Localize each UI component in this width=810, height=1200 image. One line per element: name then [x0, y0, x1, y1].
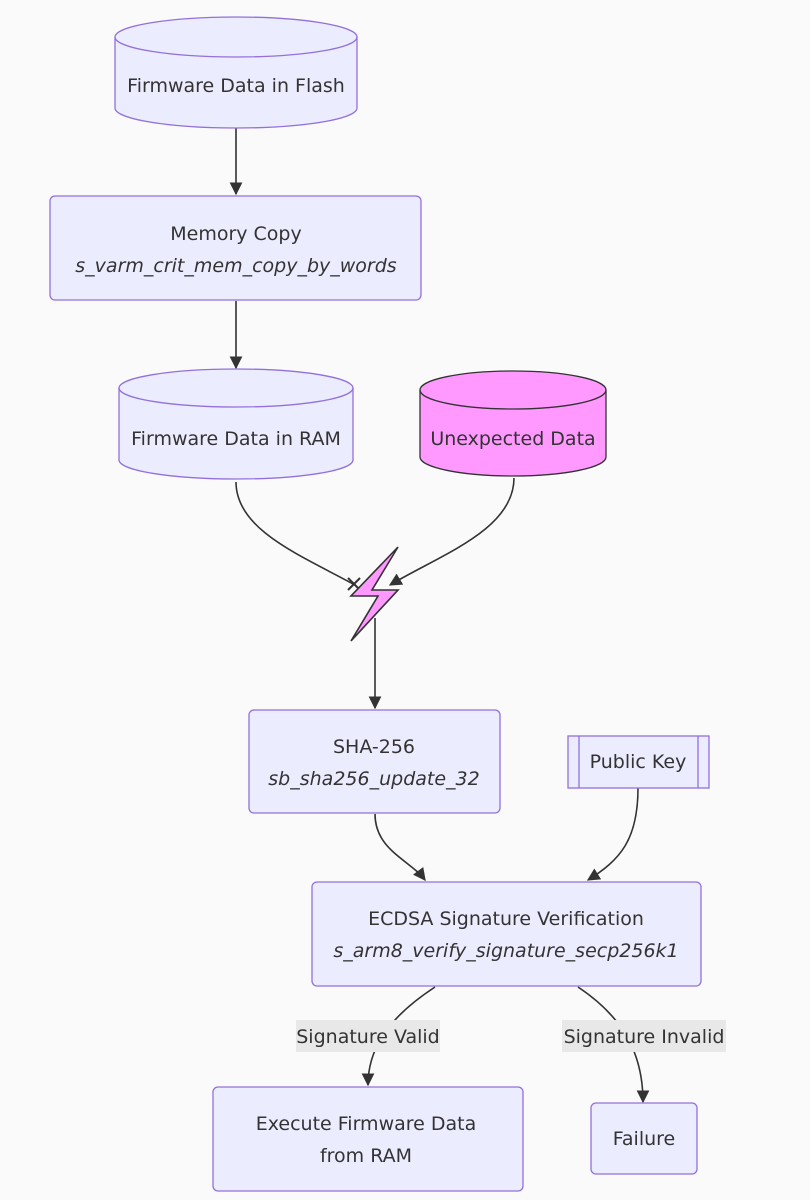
node-flash-label: Firmware Data in Flash	[127, 75, 345, 97]
node-ecdsa-subtitle: s_arm8_verify_signature_secp256k1	[333, 940, 678, 962]
edge-pubkey-ecdsa	[586, 787, 639, 881]
node-unexpected-label: Unexpected Data	[430, 428, 595, 450]
node-ecdsa[interactable]: ECDSA Signature Verification s_arm8_veri…	[311, 881, 702, 987]
node-unexpected[interactable]: Unexpected Data	[419, 370, 607, 477]
node-flash[interactable]: Firmware Data in Flash	[114, 16, 358, 129]
node-ram-label: Firmware Data in RAM	[131, 428, 341, 450]
edge-sha-ecdsa	[374, 813, 426, 882]
edge-unexpected-glitch	[388, 477, 515, 586]
node-failure-label: Failure	[613, 1128, 676, 1150]
node-sha-title: SHA-256	[333, 736, 415, 758]
lightning-icon	[349, 546, 400, 642]
node-pubkey[interactable]: Public Key	[567, 735, 710, 789]
edge-label-invalid: Signature Invalid	[562, 1020, 726, 1052]
node-sha[interactable]: SHA-256 sb_sha256_update_32	[248, 709, 501, 814]
node-sha-subtitle: sb_sha256_update_32	[268, 768, 479, 790]
edge-label-valid-text: Signature Valid	[296, 1026, 439, 1048]
edge-ram-glitch	[235, 481, 356, 586]
node-ecdsa-title: ECDSA Signature Verification	[368, 908, 644, 930]
node-memcopy-subtitle: s_varm_crit_mem_copy_by_words	[75, 255, 397, 277]
node-pubkey-label: Public Key	[590, 751, 687, 773]
edge-label-invalid-text: Signature Invalid	[564, 1026, 725, 1048]
edge-label-valid: Signature Valid	[296, 1020, 440, 1052]
node-ram[interactable]: Firmware Data in RAM	[118, 368, 354, 480]
node-execute[interactable]: Execute Firmware Data from RAM	[212, 1086, 524, 1192]
edges	[229, 128, 650, 1104]
node-memcopy[interactable]: Memory Copy s_varm_crit_mem_copy_by_word…	[49, 195, 422, 301]
node-execute-title: Execute Firmware Data	[256, 1113, 477, 1135]
node-memcopy-title: Memory Copy	[170, 223, 302, 245]
node-failure[interactable]: Failure	[590, 1102, 698, 1175]
node-execute-title2: from RAM	[320, 1145, 412, 1167]
